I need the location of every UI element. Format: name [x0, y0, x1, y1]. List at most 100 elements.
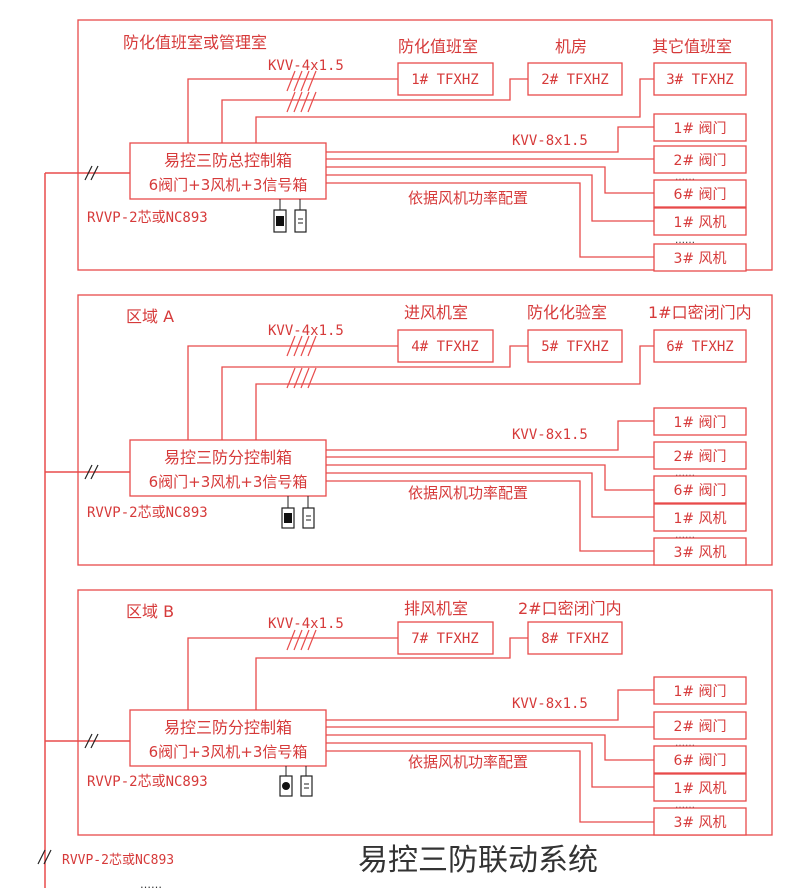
room-label: 2#口密闭门内 — [518, 599, 622, 618]
indicator-light-icon — [300, 775, 313, 797]
kvv-top-label: KVV-4x1.5 — [268, 616, 344, 632]
panel-zone-b: 区域 B 排风机室 2#口密闭门内 7# TFXHZ 8# TFXHZ KVV-… — [77, 589, 773, 836]
panel-zone-a: 区域 A 进风机室 防化化验室 1#口密闭门内 4# TFXHZ 5# TFXH… — [77, 294, 773, 566]
controller-subtitle: 6阀门+3风机+3信号箱 — [149, 473, 308, 491]
config-note: 依据风机功率配置 — [408, 189, 528, 207]
indicator-light-icon — [294, 209, 307, 233]
device-label: 1# 风机 — [673, 511, 726, 527]
signal-box-label: 8# TFXHZ — [541, 631, 608, 647]
valve-box — [653, 475, 747, 504]
valve-box — [653, 145, 747, 174]
config-note: 依据风机功率配置 — [408, 753, 528, 771]
fan-box — [653, 773, 747, 802]
kvv-slashes — [286, 70, 317, 113]
device-label: 3# 风机 — [673, 815, 726, 831]
cable-label: RVVP-2芯或NC893 — [87, 210, 208, 226]
fan-box — [653, 537, 747, 566]
ellipsis: …… — [675, 468, 695, 479]
valve-box — [653, 113, 747, 142]
valve-box — [653, 179, 747, 208]
signal-wires — [187, 637, 528, 710]
valve-box — [653, 676, 747, 705]
ellipsis: …… — [675, 172, 695, 183]
cable-label: RVVP-2芯或NC893 — [87, 774, 208, 790]
signal-box-label: 5# TFXHZ — [541, 339, 608, 355]
room-label: 其它值班室 — [652, 37, 732, 56]
device-label: 1# 阀门 — [673, 121, 726, 137]
bus-cable-slashes — [37, 165, 99, 865]
panel-border — [77, 294, 773, 566]
controller-subtitle: 6阀门+3风机+3信号箱 — [149, 176, 308, 194]
signal-box-6 — [653, 329, 747, 363]
signal-wires — [187, 78, 654, 143]
kvv-slashes — [286, 335, 317, 389]
config-note: 依据风机功率配置 — [408, 484, 528, 502]
indicator-icons — [281, 496, 315, 529]
fan-box — [653, 807, 747, 836]
signal-box-2 — [527, 62, 623, 96]
device-label: 3# 风机 — [673, 251, 726, 267]
signal-box-3 — [653, 62, 747, 96]
bus-cable-label: RVVP-2芯或NC893 — [62, 853, 174, 868]
diagram-title: 易控三防联动系统 — [358, 843, 598, 878]
panel-control-room: 防化值班室或管理室 防化值班室 机房 其它值班室 1# TFXHZ 2# TFX… — [77, 19, 773, 272]
device-label: 6# 阀门 — [673, 483, 726, 499]
fan-box — [653, 503, 747, 532]
ellipsis: …… — [675, 530, 695, 541]
controller-title: 易控三防分控制箱 — [164, 448, 292, 467]
kvv-side-label: KVV-8x1.5 — [512, 133, 588, 149]
cable-label: RVVP-2芯或NC893 — [87, 505, 208, 521]
device-wires — [326, 126, 654, 258]
fan-box — [653, 243, 747, 272]
signal-wires — [187, 345, 654, 440]
device-label: 6# 阀门 — [673, 753, 726, 769]
panel-label: 防化值班室或管理室 — [123, 33, 267, 52]
device-label: 1# 阀门 — [673, 415, 726, 431]
signal-box-label: 3# TFXHZ — [666, 72, 733, 88]
kvv-top-label: KVV-4x1.5 — [268, 323, 344, 339]
panel-label: 区域 B — [126, 602, 174, 621]
kvv-top-label: KVV-4x1.5 — [268, 58, 344, 74]
device-wires — [326, 689, 654, 823]
controller-box — [129, 142, 327, 200]
signal-box-8 — [527, 621, 623, 655]
kvv-slashes — [286, 629, 317, 651]
controller-box — [129, 709, 327, 767]
device-label: 2# 阀门 — [673, 153, 726, 169]
ellipsis: …… — [675, 800, 695, 811]
continuation-dots: …… — [140, 878, 162, 891]
panel-border — [77, 19, 773, 271]
room-label: 进风机室 — [404, 303, 468, 322]
signal-box-label: 1# TFXHZ — [411, 72, 478, 88]
room-label: 防化值班室 — [398, 37, 478, 56]
valve-box — [653, 745, 747, 774]
device-label: 1# 风机 — [673, 215, 726, 231]
kvv-side-label: KVV-8x1.5 — [512, 696, 588, 712]
signal-box-label: 2# TFXHZ — [541, 72, 608, 88]
ellipsis: …… — [675, 738, 695, 749]
valve-box — [653, 441, 747, 470]
valve-box — [653, 407, 747, 436]
room-label: 排风机室 — [404, 599, 468, 618]
signal-box-label: 4# TFXHZ — [411, 339, 478, 355]
controller-title: 易控三防分控制箱 — [164, 718, 292, 737]
valve-box — [653, 711, 747, 740]
kvv-side-label: KVV-8x1.5 — [512, 427, 588, 443]
device-label: 2# 阀门 — [673, 449, 726, 465]
controller-box — [129, 439, 327, 497]
room-label: 防化化验室 — [527, 303, 607, 322]
ellipsis: …… — [675, 235, 695, 246]
device-wires — [326, 420, 654, 552]
room-label: 机房 — [555, 37, 587, 56]
device-label: 2# 阀门 — [673, 719, 726, 735]
controller-title: 易控三防总控制箱 — [164, 151, 292, 170]
controller-subtitle: 6阀门+3风机+3信号箱 — [149, 743, 308, 761]
indicator-light-icon — [302, 507, 315, 529]
indicator-icons — [279, 766, 313, 797]
signal-box-label: 7# TFXHZ — [411, 631, 478, 647]
signal-box-label: 6# TFXHZ — [666, 339, 733, 355]
panel-label: 区域 A — [126, 307, 174, 326]
fan-box — [653, 207, 747, 236]
